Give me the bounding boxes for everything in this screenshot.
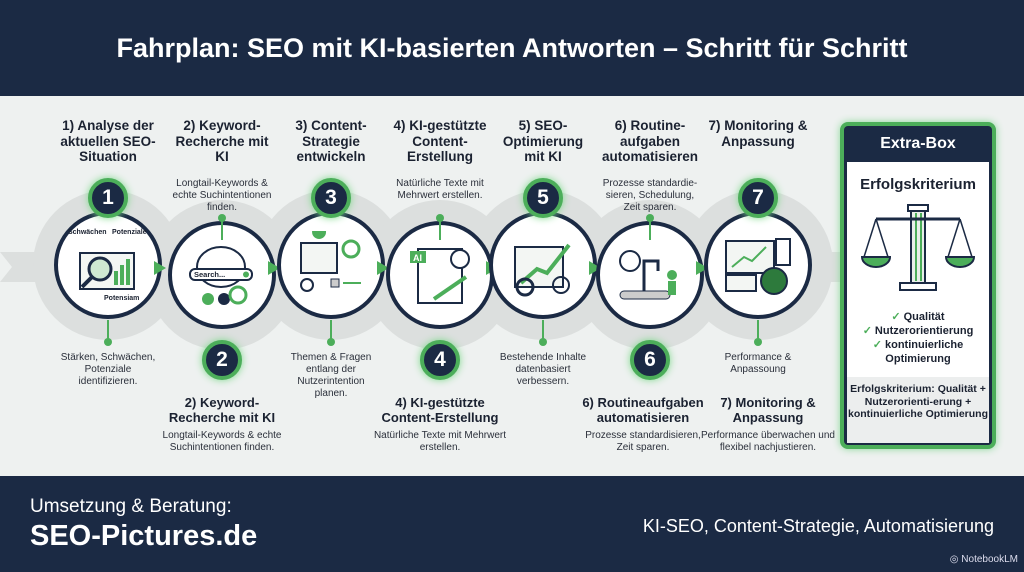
step-title: 5) SEO-Optimierung mit KI	[502, 118, 584, 164]
strategy-map-icon	[300, 231, 361, 292]
extra-box-header: Extra-Box	[880, 135, 956, 152]
page-title: Fahrplan: SEO mit KI-basierten Antworten…	[116, 32, 908, 63]
icon-label-schwaechen: Schwächen	[68, 229, 107, 236]
step-description: Performance & Anpassoung	[724, 352, 792, 375]
connector-line	[107, 320, 109, 342]
search-bar-placeholder: Search...	[194, 270, 226, 279]
step-bottom-description: Longtail-Keywords & echte Suchintentione…	[162, 430, 282, 453]
icon-label-potensiam: Potensiam	[104, 295, 140, 302]
connector-line	[439, 218, 441, 240]
connector-line	[757, 320, 759, 342]
step-title: 2) Keyword-Recherche mit KI	[175, 118, 269, 164]
step-title: 1) Analyse der aktuellen SEO-Situation	[60, 118, 156, 164]
connector-dot	[539, 338, 547, 346]
footer-brand[interactable]: SEO-Pictures.de	[30, 520, 258, 552]
extra-box-title: Erfolgskriterium	[860, 176, 976, 193]
step-number-badge: 4	[420, 340, 460, 380]
step-title: 6) Routine-aufgaben automatisieren	[601, 118, 699, 164]
connector-dot	[754, 338, 762, 346]
connector-line	[542, 320, 544, 342]
brain-search-icon	[189, 246, 253, 305]
flow-arrow-icon	[154, 261, 166, 275]
extra-box-summary: Erfolgskriterium: Qualität + Nutzerorien…	[847, 377, 989, 443]
connector-dot	[104, 338, 112, 346]
ai-writing-icon: AI	[410, 248, 470, 304]
step-number-badge: 7	[738, 178, 778, 218]
step-bottom-title: 2) Keyword-Recherche mit KI	[168, 395, 276, 425]
check-item: ✓Qualität	[891, 311, 945, 323]
check-item: ✓kontinuierliche Optimierung	[872, 339, 964, 365]
step-illustration	[54, 211, 162, 319]
step-description: Bestehende Inhalte datenbasiert verbesse…	[499, 352, 587, 387]
step-bottom-description: Prozesse standardisieren, Zeit sparen.	[585, 430, 701, 453]
connector-line	[649, 218, 651, 240]
footer-tagline: KI-SEO, Content-Strategie, Automatisieru…	[642, 516, 994, 536]
step-description: Longtail-Keywords & echte Suchintentione…	[172, 178, 272, 213]
step-illustration	[277, 211, 385, 319]
check-item: ✓Nutzerorientierung	[862, 325, 974, 337]
step-number-badge: 5	[523, 178, 563, 218]
scales-pillar-icon	[860, 204, 976, 291]
step-bottom-title: 7) Monitoring & Anpassung	[720, 395, 816, 425]
step-description: Stärken, Schwächen, Potenziale identifiz…	[60, 352, 156, 387]
page-header: Fahrplan: SEO mit KI-basierten Antworten…	[0, 0, 1024, 96]
step-description: Prozesse standardie-sieren, Schedulung, …	[602, 178, 698, 213]
growth-chart-gear-icon	[514, 243, 571, 297]
step-description: Natürliche Texte mit Mehrwert erstellen.	[396, 178, 484, 201]
step-bottom-title: 4) KI-gestützte Content-Erstellung	[381, 395, 499, 425]
step-number-badge: 6	[630, 340, 670, 380]
step-bottom-description: Performance überwachen und flexibel nach…	[701, 430, 835, 453]
ai-label: AI	[413, 253, 422, 263]
step-number-badge: 2	[202, 340, 242, 380]
step-title: 4) KI-gestützte Content-Erstellung	[393, 118, 487, 164]
step-number-badge: 3	[311, 178, 351, 218]
monitoring-dashboard-icon	[725, 238, 791, 295]
step-description: Themen & Fragen entlang der Nutzerintent…	[290, 352, 372, 399]
connector-line	[221, 218, 223, 240]
footer: Umsetzung & Beratung: SEO-Pictures.de KI…	[0, 476, 1024, 572]
step-bottom-title: 6) Routineaufgaben automatisieren	[582, 395, 704, 425]
step-title: 3) Content-Strategie entwickeln	[295, 118, 367, 164]
robot-arm-clock-icon	[619, 250, 677, 300]
icon-label-potenziale: Potenziale	[112, 229, 147, 236]
notebooklm-watermark: ◎ NotebookLM	[949, 554, 1018, 565]
step-title: 7) Monitoring & Anpassung	[708, 118, 808, 149]
check-icon: ✓	[872, 339, 882, 351]
connector-dot	[327, 338, 335, 346]
check-icon: ✓	[862, 325, 872, 337]
magnifier-dashboard-icon	[79, 252, 135, 290]
check-icon: ✓	[891, 311, 901, 323]
connector-line	[330, 320, 332, 342]
footer-label: Umsetzung & Beratung:	[30, 496, 232, 517]
extra-box: Extra-Box Erfolgskriterium ✓Qualität ✓Nu…	[840, 122, 996, 449]
band-notch	[0, 252, 12, 282]
step-bottom-description: Natürliche Texte mit Mehrwert erstellen.	[373, 430, 507, 453]
notebooklm-icon: ◎	[949, 554, 962, 565]
step-number-badge: 1	[88, 178, 128, 218]
step-illustration	[489, 211, 597, 319]
step-illustration	[704, 211, 812, 319]
